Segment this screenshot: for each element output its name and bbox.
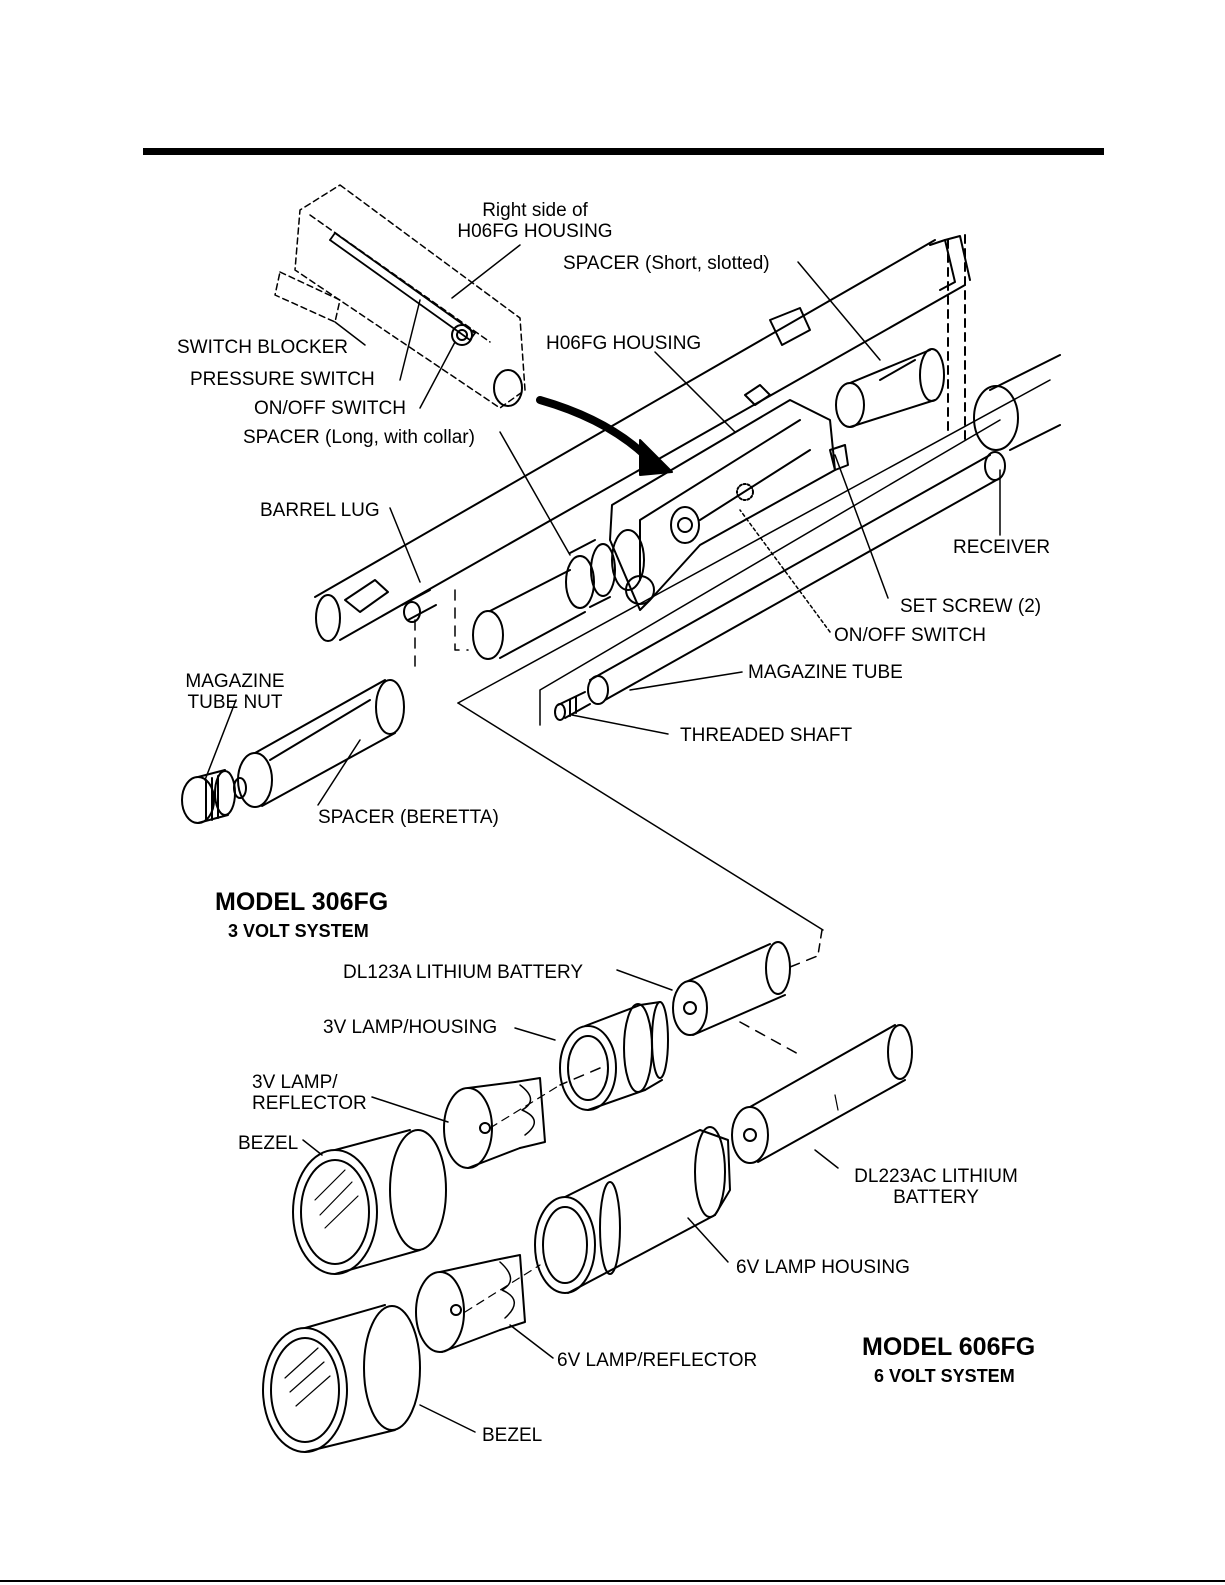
- leader-lines: [204, 244, 1001, 1433]
- on-off-switch-inset: [451, 324, 523, 407]
- lamp-reflector-6v-shape: [415, 1254, 526, 1353]
- spacer-beretta: [237, 679, 405, 808]
- label-h06fg-housing: H06FG HOUSING: [546, 333, 702, 354]
- label-receiver: RECEIVER: [953, 537, 1051, 558]
- spacer-short-slotted: [835, 348, 945, 428]
- dl123a-battery-shape: [672, 929, 823, 1036]
- label-magazine-tube: MAGAZINE TUBE: [748, 662, 903, 683]
- label-spacer-long: SPACER (Long, with collar): [243, 427, 475, 448]
- lamp-housing-6v-shape: [534, 1126, 731, 1294]
- label-switch-blocker: SWITCH BLOCKER: [177, 337, 349, 358]
- threaded-shaft: [554, 691, 591, 721]
- receiver-body: [947, 234, 1061, 451]
- label-set-screw: SET SCREW (2): [900, 596, 1042, 617]
- barrel-lug: [344, 579, 437, 623]
- label-3v-lamp-housing: 3V LAMP/HOUSING: [323, 1017, 498, 1038]
- magazine-outline: [457, 379, 1051, 931]
- magazine-tube-nut: [181, 769, 247, 824]
- pressure-switch-strip: [329, 232, 476, 341]
- model-306-title: MODEL 306FG: [215, 888, 389, 916]
- lamp-housing-3v-shape: [559, 1001, 669, 1111]
- label-spacer-beretta: SPACER (BERETTA): [318, 807, 499, 828]
- label-bezel-top: BEZEL: [238, 1133, 299, 1154]
- footer-rule: [0, 1580, 1225, 1582]
- label-dl123a-battery: DL123A LITHIUM BATTERY: [343, 962, 584, 983]
- magazine-tube: [539, 419, 1006, 726]
- label-6v-lamp-reflector: 6V LAMP/REFLECTOR: [557, 1350, 758, 1371]
- label-pressure-switch: PRESSURE SWITCH: [190, 369, 375, 390]
- alignment-lines: [414, 589, 469, 671]
- bezel-bottom-shape: [262, 1304, 421, 1453]
- curved-arrow: [536, 396, 673, 476]
- spacer-long-collar: [472, 539, 616, 660]
- label-3v-lamp-reflector: 3V LAMP/ REFLECTOR: [252, 1072, 367, 1114]
- dl223ac-battery-shape: [731, 1024, 913, 1164]
- h06fg-housing: [609, 384, 849, 611]
- label-spacer-short: SPACER (Short, slotted): [563, 253, 770, 274]
- label-right-side-housing: Right side of H06FG HOUSING: [457, 200, 613, 242]
- label-bezel-bottom: BEZEL: [482, 1425, 543, 1446]
- lamp-reflector-3v-shape: [443, 1077, 546, 1169]
- label-6v-lamp-housing: 6V LAMP HOUSING: [736, 1257, 910, 1278]
- label-dl223ac-battery: DL223AC LITHIUM BATTERY: [854, 1166, 1018, 1208]
- label-threaded-shaft: THREADED SHAFT: [680, 725, 853, 746]
- label-magazine-tube-nut: MAGAZINE TUBE NUT: [185, 671, 285, 713]
- bezel-top-shape: [292, 1129, 447, 1275]
- header-rule: [143, 148, 1104, 155]
- model-306-subtitle: 3 VOLT SYSTEM: [228, 921, 369, 941]
- model-606-subtitle: 6 VOLT SYSTEM: [874, 1366, 1015, 1386]
- front-sight: [769, 307, 811, 346]
- label-on-off-switch-top: ON/OFF SWITCH: [254, 398, 406, 419]
- model-606-title: MODEL 606FG: [862, 1333, 1036, 1361]
- label-on-off-switch-mid: ON/OFF SWITCH: [834, 625, 986, 646]
- label-barrel-lug: BARREL LUG: [260, 500, 380, 521]
